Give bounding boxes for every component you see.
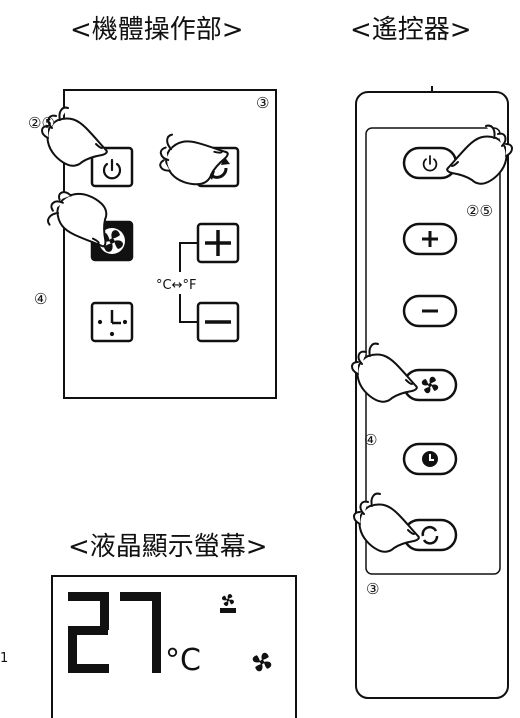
lcd-display: 27 °C — [0, 0, 297, 718]
lcd-digit-ones — [120, 592, 161, 673]
lcd-title: <液晶顯示螢幕> — [68, 532, 268, 562]
temp-unit-switch-label: °C↔°F — [156, 278, 196, 293]
hand-pointer-unit-mode: ③ — [148, 94, 269, 199]
hand-pointer-remote-fan: ④ — [351, 342, 418, 449]
unit-minus-button[interactable] — [196, 301, 240, 343]
lcd-temperature-value: 27 — [0, 0, 2, 1]
edge-fragment: 1 — [0, 651, 8, 666]
hand-pointer-unit-fan: ④ — [34, 179, 119, 308]
lcd-temperature-unit: °C — [165, 643, 201, 678]
svg-text:③: ③ — [256, 94, 269, 112]
fan-mode-indicator-icon — [220, 593, 236, 613]
unit-power-button[interactable] — [90, 146, 134, 188]
timer-icon — [97, 310, 128, 337]
mode-cycle-icon — [421, 525, 439, 545]
svg-text:④: ④ — [34, 290, 47, 308]
hand-pointer-unit-power: ②⑤ — [28, 106, 108, 167]
temp-switch-bracket — [179, 242, 198, 323]
svg-text:③: ③ — [366, 580, 379, 598]
unit-panel-title: <機體操作部> — [70, 15, 244, 45]
svg-text:②⑤: ②⑤ — [28, 114, 55, 132]
svg-text:④: ④ — [364, 431, 377, 449]
unit-timer-button[interactable] — [90, 301, 134, 343]
clock-icon — [422, 451, 438, 467]
remote-title: <遙控器> — [350, 15, 472, 45]
svg-text:②⑤: ②⑤ — [466, 202, 493, 220]
remote-minus-button[interactable] — [402, 294, 458, 328]
unit-control-panel: °C↔°F ②⑤ ③ ④ — [28, 89, 277, 399]
remote-control: ②⑤ ④ ③ — [351, 86, 513, 699]
hand-pointer-remote-power: ②⑤ — [446, 124, 513, 220]
remote-power-button[interactable] — [402, 146, 458, 180]
remote-plus-button[interactable] — [402, 222, 458, 256]
remote-timer-button[interactable] — [402, 442, 458, 476]
plus-icon — [422, 231, 438, 247]
plus-icon — [205, 230, 231, 256]
lcd-digit-tens — [68, 592, 109, 673]
unit-plus-button[interactable] — [196, 222, 240, 264]
hand-pointer-remote-mode: ③ — [353, 492, 420, 598]
